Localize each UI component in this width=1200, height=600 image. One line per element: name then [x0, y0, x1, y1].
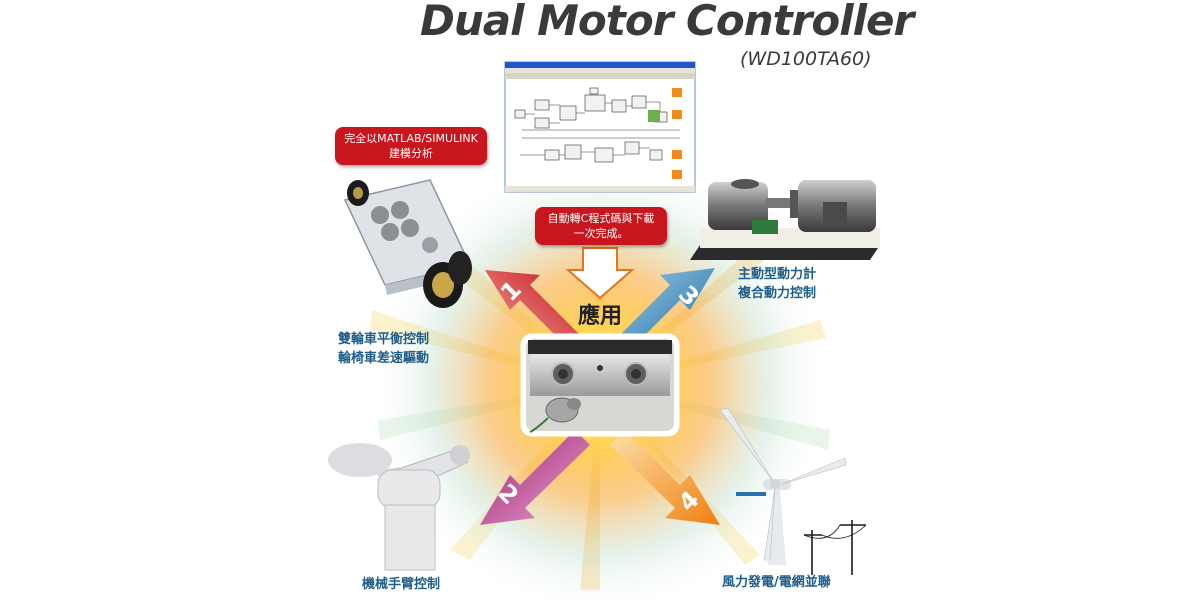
matlab-callout-line-1: 完全以MATLAB/SIMULINK — [344, 132, 478, 145]
application-1-line-2: 輪椅車差速驅動 — [338, 351, 430, 366]
matlab-callout-line-2: 建模分析 — [389, 147, 433, 160]
motor-dyno-image — [690, 179, 880, 260]
application-3-label: 主動型動力計 複合動力控制 — [738, 265, 816, 303]
power-lines-image — [803, 520, 867, 575]
application-1-label: 雙輪車平衡控制 輪椅車差速驅動 — [338, 330, 429, 368]
autocode-callout: 自動轉C程式碼與下載 一次完成。 — [535, 207, 667, 245]
model-subtitle: (WD100TA60) — [740, 48, 872, 70]
wind-turbine-image — [719, 407, 847, 565]
application-3-line-2: 複合動力控制 — [738, 286, 817, 301]
controller-photo — [520, 333, 680, 437]
application-3-line-1: 主動型動力計 — [738, 267, 817, 282]
robot-car-image — [343, 179, 472, 308]
application-4-line-1: 風力發電/電網並聯 — [722, 575, 831, 590]
application-2-line-1: 機械手臂控制 — [362, 577, 441, 592]
page-title: Dual Motor Controller — [420, 0, 914, 45]
simulink-window — [504, 61, 696, 193]
autocode-callout-line-2: 一次完成。 — [573, 227, 629, 240]
download-arrow — [565, 247, 635, 300]
application-1-line-1: 雙輪車平衡控制 — [338, 332, 430, 347]
center-label: 應用 — [578, 304, 623, 329]
matlab-callout: 完全以MATLAB/SIMULINK 建模分析 — [335, 127, 487, 165]
arrow-4: 4 — [610, 430, 720, 525]
application-4-label: 風力發電/電網並聯 — [722, 573, 831, 592]
robot-arm-image — [328, 443, 470, 571]
application-2-label: 機械手臂控制 — [362, 575, 440, 594]
autocode-callout-line-1: 自動轉C程式碼與下載 — [547, 212, 655, 225]
